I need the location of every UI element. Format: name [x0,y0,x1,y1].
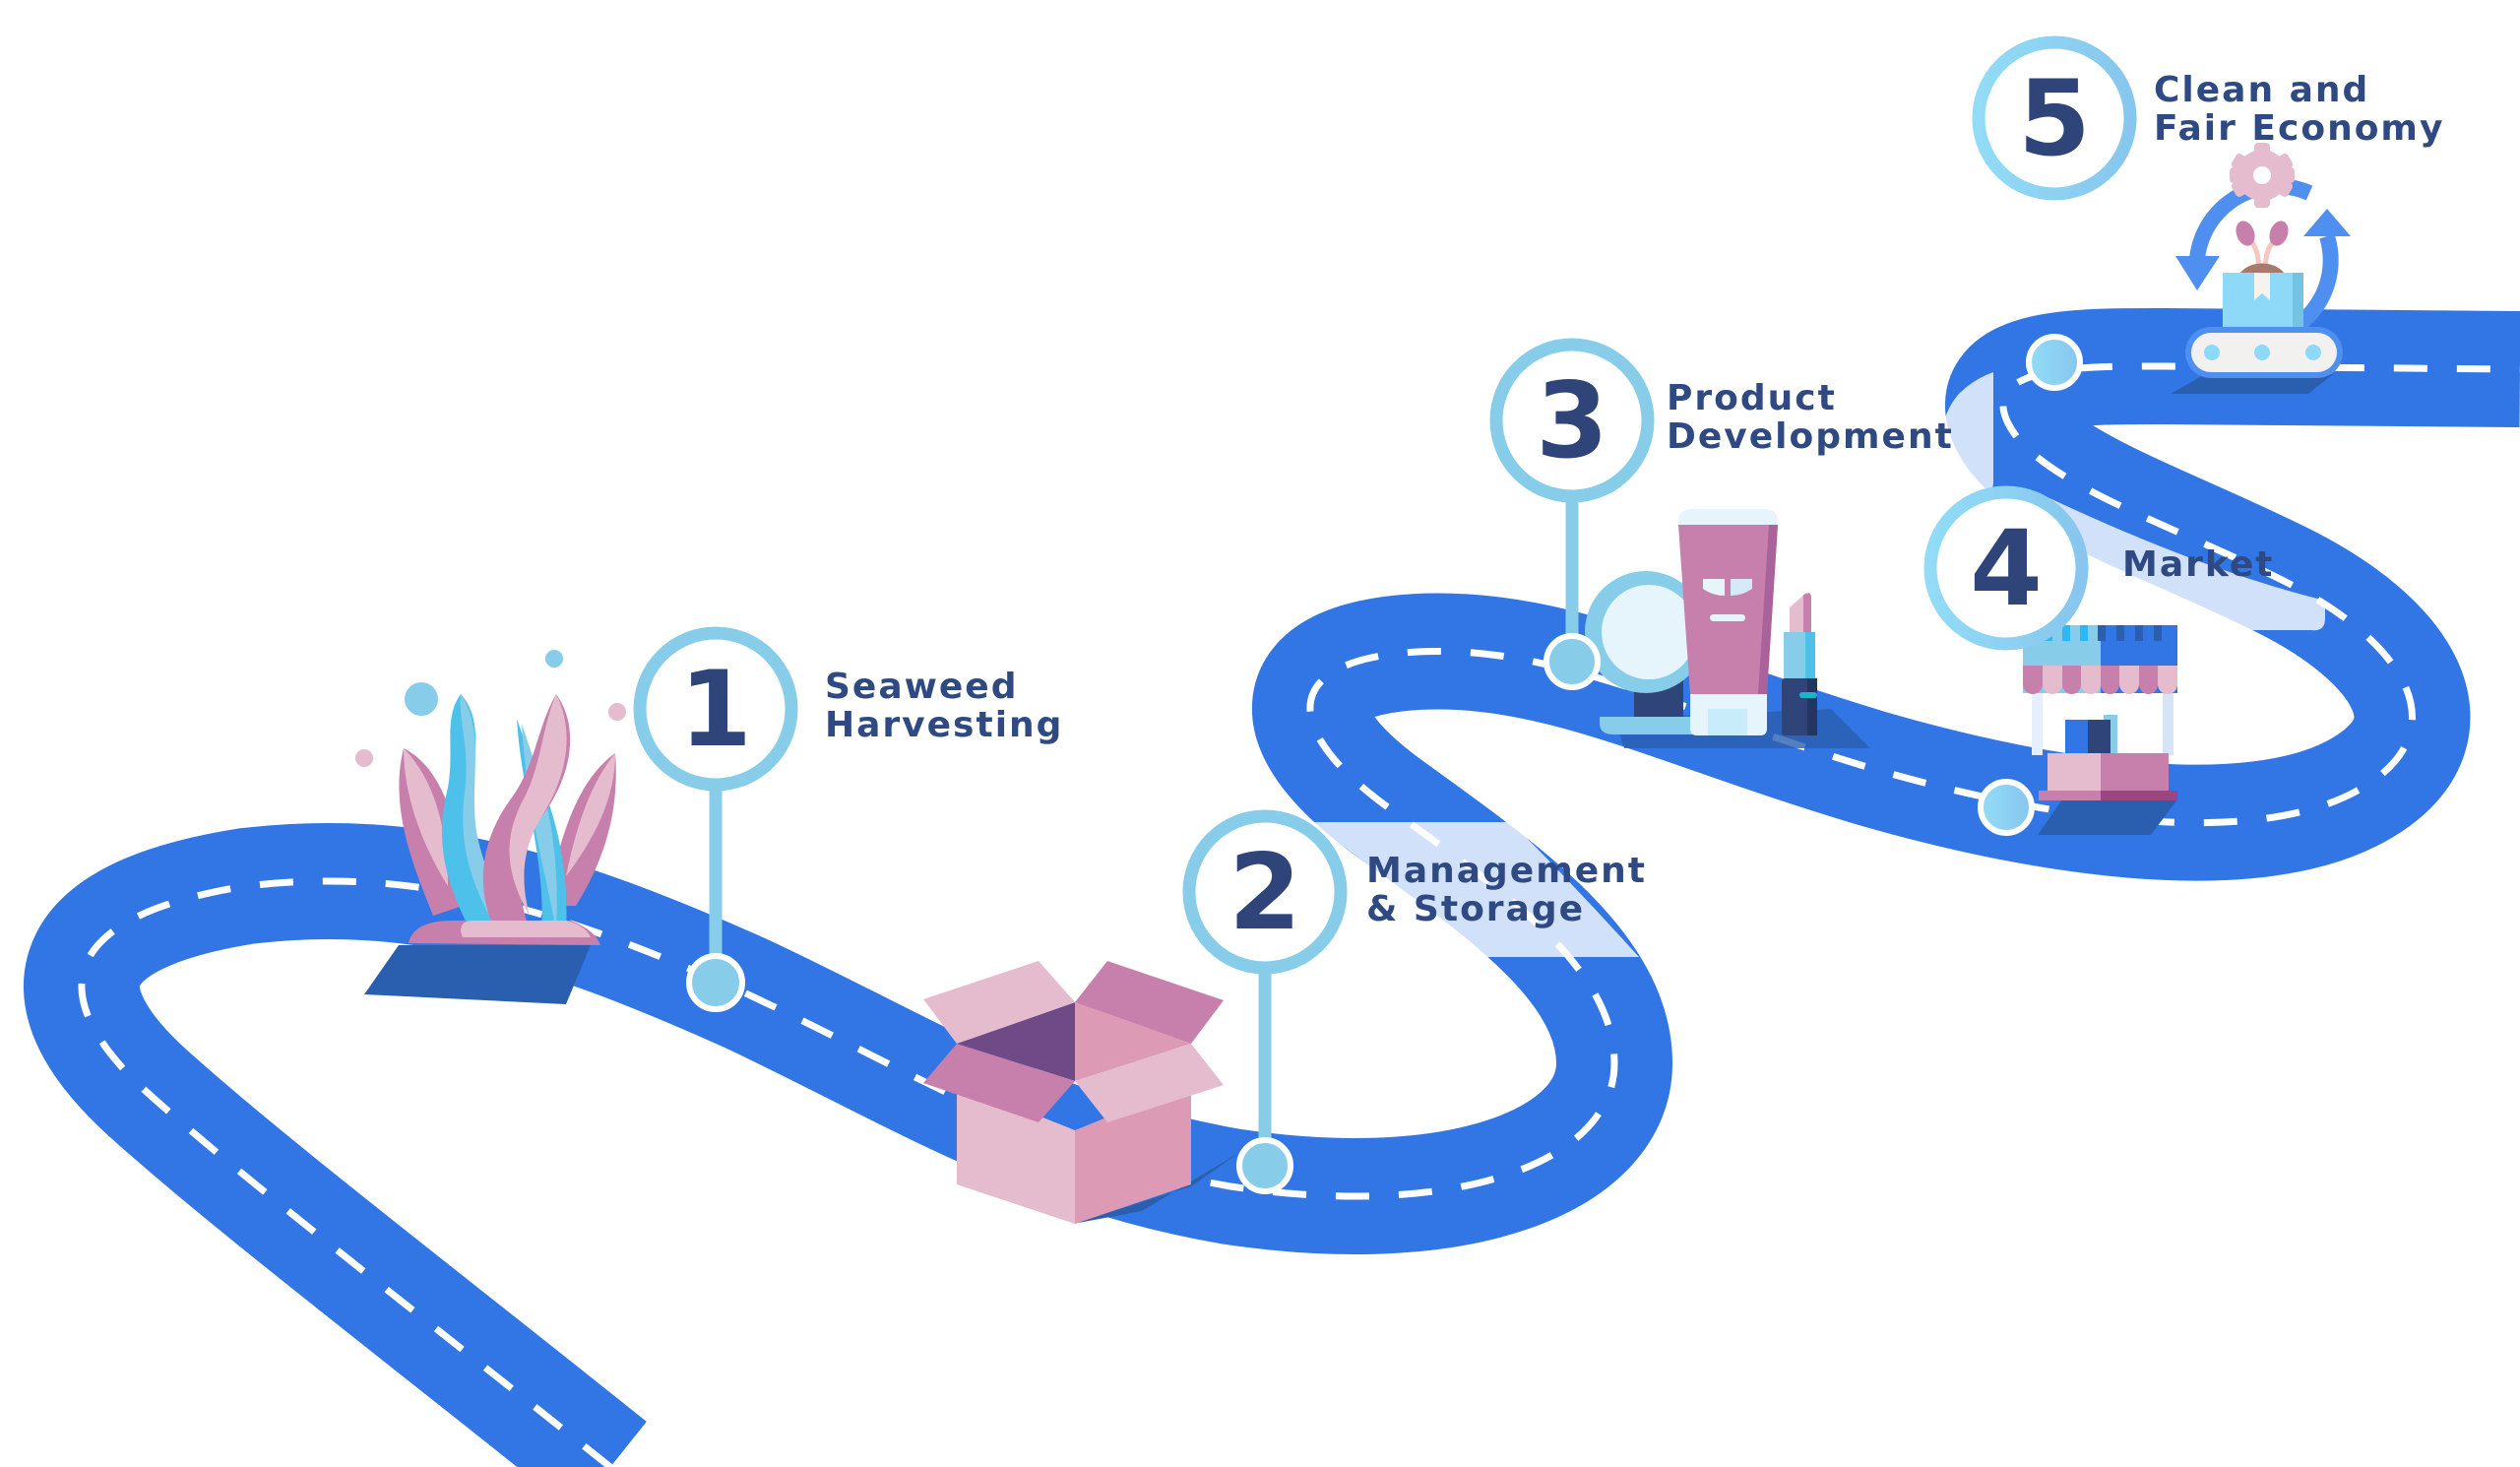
label-band-2 [1309,822,1639,957]
market-stall-icon [2023,625,2177,835]
open-box-icon [923,961,1240,1224]
cosmetics-icon [1585,509,1870,748]
step-pin-4[interactable]: 4 [1923,485,2089,836]
label-band-4 [2008,497,2325,631]
seaweed-icon [355,650,626,1004]
step-number-2: 2 [1228,832,1301,953]
step-pin-3[interactable]: 3 [1489,338,1655,690]
gear-icon [2230,143,2295,208]
step-label-4-line1: Market [2122,544,2275,585]
step-label-4: Market [2122,545,2274,584]
label-band-3 [1942,372,1993,492]
step-label-3-line1: Product [1667,378,1837,418]
road [24,307,2520,1467]
step-label-1: Seaweed Harvesting [825,668,1063,744]
step-pin-5[interactable]: 5 [1972,35,2137,391]
step-number-5: 5 [2018,58,2091,179]
step-number-3: 3 [1536,360,1608,481]
step-label-5: Clean and Fair Economy [2154,71,2444,148]
step-label-2-line2: & Storage [1366,889,1586,929]
step-label-2: Management & Storage [1366,852,1647,928]
step-number-4: 4 [1970,508,2043,629]
step-label-3: Product Development [1667,379,1954,456]
step-label-3-line2: Development [1667,416,1954,457]
step-pin-1[interactable]: 1 [633,626,798,1012]
step-label-2-line1: Management [1366,851,1647,891]
step-label-5-line1: Clean and [2154,70,2370,110]
step-label-1-line2: Harvesting [825,705,1064,745]
circular-economy-icon [2171,143,2351,394]
step-number-1: 1 [679,649,752,770]
step-pin-2[interactable]: 2 [1182,809,1348,1194]
step-label-5-line2: Fair Economy [2154,108,2445,149]
step-label-1-line1: Seaweed [825,667,1019,707]
